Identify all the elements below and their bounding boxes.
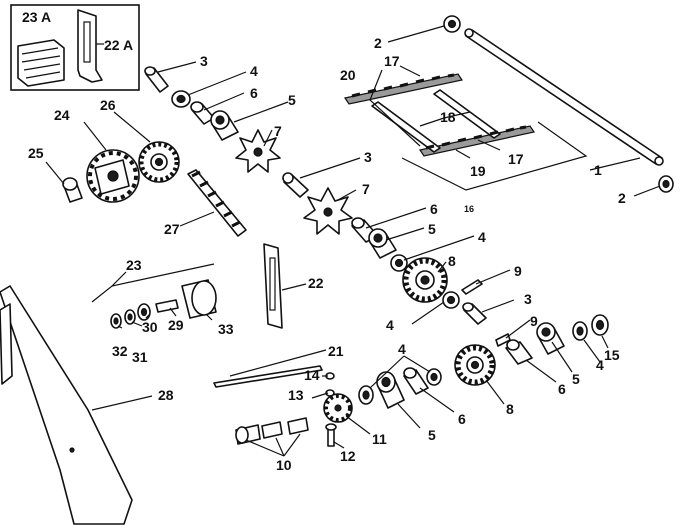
callout-7-top: 7 xyxy=(274,123,282,139)
conveyor-frame-assembly xyxy=(344,73,588,191)
part-3-pin-top xyxy=(144,66,169,93)
callout-11: 11 xyxy=(372,431,387,447)
part-4-washer-2 xyxy=(390,254,408,272)
part-25-spacer xyxy=(62,177,83,203)
part-12-bolt xyxy=(325,423,337,447)
callout-3-top: 3 xyxy=(200,53,208,69)
part-5-bushing-top xyxy=(210,110,239,141)
part-24-drive-hub xyxy=(86,149,140,203)
callout-14: 14 xyxy=(304,367,320,383)
callout-15: 15 xyxy=(604,347,620,363)
callout-5-b: 5 xyxy=(428,221,436,237)
inset-block-part xyxy=(17,39,65,87)
part-1-shaft xyxy=(464,28,664,166)
part-11-sprocket xyxy=(323,393,353,423)
callout-17-top: 17 xyxy=(384,53,400,69)
part-4-washer-4 xyxy=(358,385,374,405)
callout-8-top: 8 xyxy=(448,253,456,269)
part-8-bevel-gear-low xyxy=(454,344,496,386)
callout-7-mid: 7 xyxy=(362,181,370,197)
part-32-nut xyxy=(110,313,122,329)
callout-5-a: 5 xyxy=(288,92,296,108)
part-30-bushing xyxy=(137,303,151,321)
callout-22A: 22 A xyxy=(104,37,133,53)
callout-9-low: 9 xyxy=(530,313,538,329)
callout-24: 24 xyxy=(54,107,70,123)
callout-19: 19 xyxy=(470,163,486,179)
callout-4-b: 4 xyxy=(478,229,486,245)
part-5-bushing-mid xyxy=(368,228,397,259)
callout-12: 12 xyxy=(340,448,356,464)
callout-28: 28 xyxy=(158,387,174,403)
part-31-washer xyxy=(124,309,136,325)
part-5-bushing-right xyxy=(536,322,565,355)
callout-5-c: 5 xyxy=(428,427,436,443)
part-2-collar-bottom xyxy=(658,175,674,193)
callout-6-d: 6 xyxy=(558,381,566,397)
callout-4-a: 4 xyxy=(250,63,258,79)
callout-10: 10 xyxy=(276,457,292,473)
callout-33: 33 xyxy=(218,321,234,337)
part-2-collar-top xyxy=(443,15,461,33)
callout-16: 16 xyxy=(464,204,474,214)
callout-6-a: 6 xyxy=(250,85,258,101)
callout-31: 31 xyxy=(132,349,148,365)
callout-6-c: 6 xyxy=(458,411,466,427)
callout-21: 21 xyxy=(328,343,344,359)
part-10-pins xyxy=(235,417,309,445)
callout-4-c: 4 xyxy=(386,317,394,333)
part-33-roller xyxy=(181,279,217,319)
callout-30: 30 xyxy=(142,319,158,335)
callout-4-e: 4 xyxy=(596,357,604,373)
part-9-key-top xyxy=(461,279,483,295)
callout-4-d: 4 xyxy=(398,341,406,357)
callout-8-low: 8 xyxy=(506,401,514,417)
callout-1: 1 xyxy=(594,162,602,178)
callout-20: 20 xyxy=(340,67,356,83)
part-15-collar xyxy=(591,314,609,336)
callout-27: 27 xyxy=(164,221,180,237)
callout-9-top: 9 xyxy=(514,263,522,279)
part-4-washer-1 xyxy=(171,90,191,108)
part-6-sleeve-low xyxy=(403,367,429,395)
part-7-star-wheel-top xyxy=(235,129,281,173)
callout-29: 29 xyxy=(168,317,184,333)
callout-3-low: 3 xyxy=(524,291,532,307)
part-4-washer-5 xyxy=(426,368,442,386)
callout-26: 26 xyxy=(100,97,116,113)
part-3-pin-lower xyxy=(462,302,487,325)
part-4-washer-6 xyxy=(572,321,588,341)
callout-32: 32 xyxy=(112,343,128,359)
part-29-pin xyxy=(155,299,179,313)
callout-17-bottom: 17 xyxy=(508,151,524,167)
callout-6-b: 6 xyxy=(430,201,438,217)
callout-2-bottom: 2 xyxy=(618,190,626,206)
callout-2-top: 2 xyxy=(374,35,382,51)
callout-25: 25 xyxy=(28,145,44,161)
callout-22: 22 xyxy=(308,275,324,291)
part-6-sleeve-right xyxy=(505,339,533,365)
part-4-washer-3 xyxy=(442,291,460,309)
leader-lines xyxy=(45,25,661,457)
part-22-strap xyxy=(263,243,283,329)
part-3-pin-middle xyxy=(282,172,309,198)
callout-labels: 1 2 2 3 3 3 4 4 4 4 4 5 5 5 5 6 6 6 6 7 … xyxy=(22,9,626,473)
callout-5-d: 5 xyxy=(572,371,580,387)
part-8-bevel-gear-top xyxy=(402,257,448,303)
part-7-star-wheel-mid xyxy=(303,187,353,235)
part-28-chain-guard xyxy=(0,285,133,525)
callout-13: 13 xyxy=(288,387,304,403)
inset-detail xyxy=(10,4,140,91)
callout-3-mid: 3 xyxy=(364,149,372,165)
part-27-chain xyxy=(187,169,247,237)
callout-23A: 23 A xyxy=(22,9,51,25)
part-21-rod xyxy=(213,365,323,388)
callout-23: 23 xyxy=(126,257,142,273)
part-26-sprocket xyxy=(138,141,180,183)
callout-18: 18 xyxy=(440,109,456,125)
